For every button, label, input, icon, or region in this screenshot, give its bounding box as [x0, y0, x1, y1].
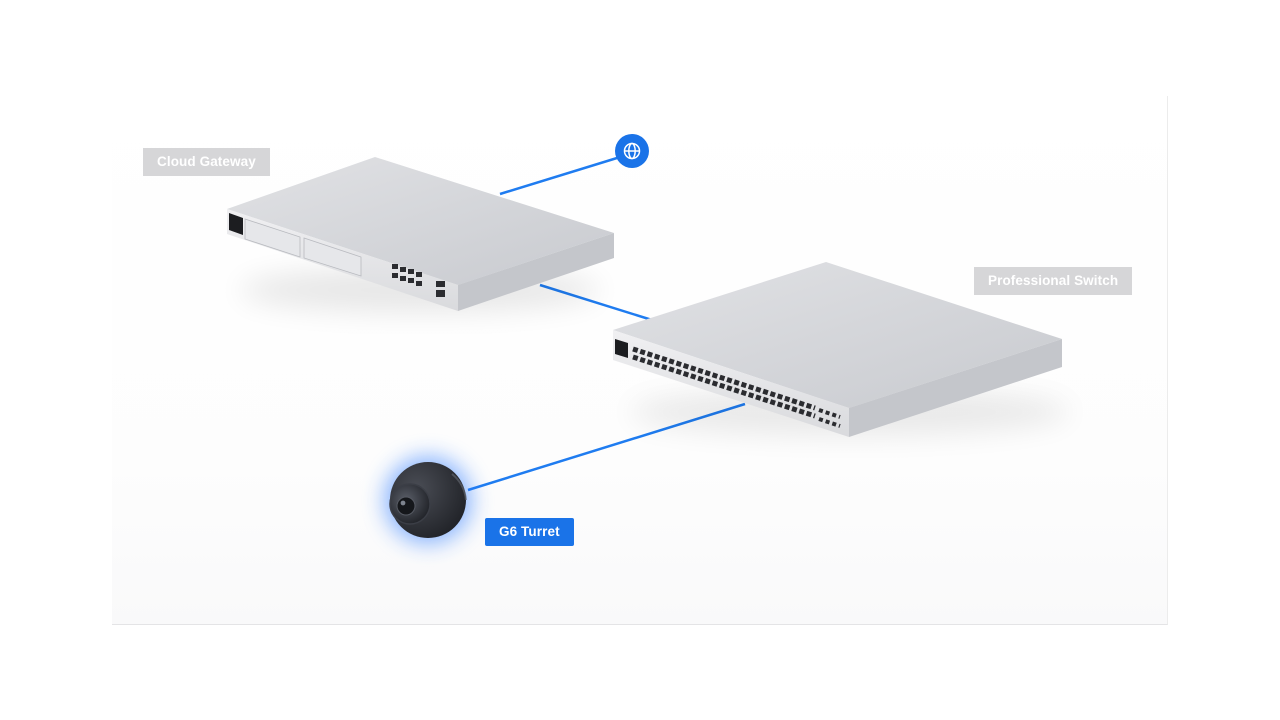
cloud-gateway-device [227, 157, 614, 312]
g6-turret-camera [384, 456, 472, 544]
g6-turret-label: G6 Turret [485, 518, 574, 546]
switch-port-rows [632, 346, 841, 428]
cloud-gateway-label: Cloud Gateway [143, 148, 270, 176]
professional-switch-device [613, 262, 1070, 437]
professional-switch-label: Professional Switch [974, 267, 1133, 295]
internet-link [499, 152, 631, 196]
internet-node [615, 134, 649, 168]
globe-icon [623, 142, 641, 160]
